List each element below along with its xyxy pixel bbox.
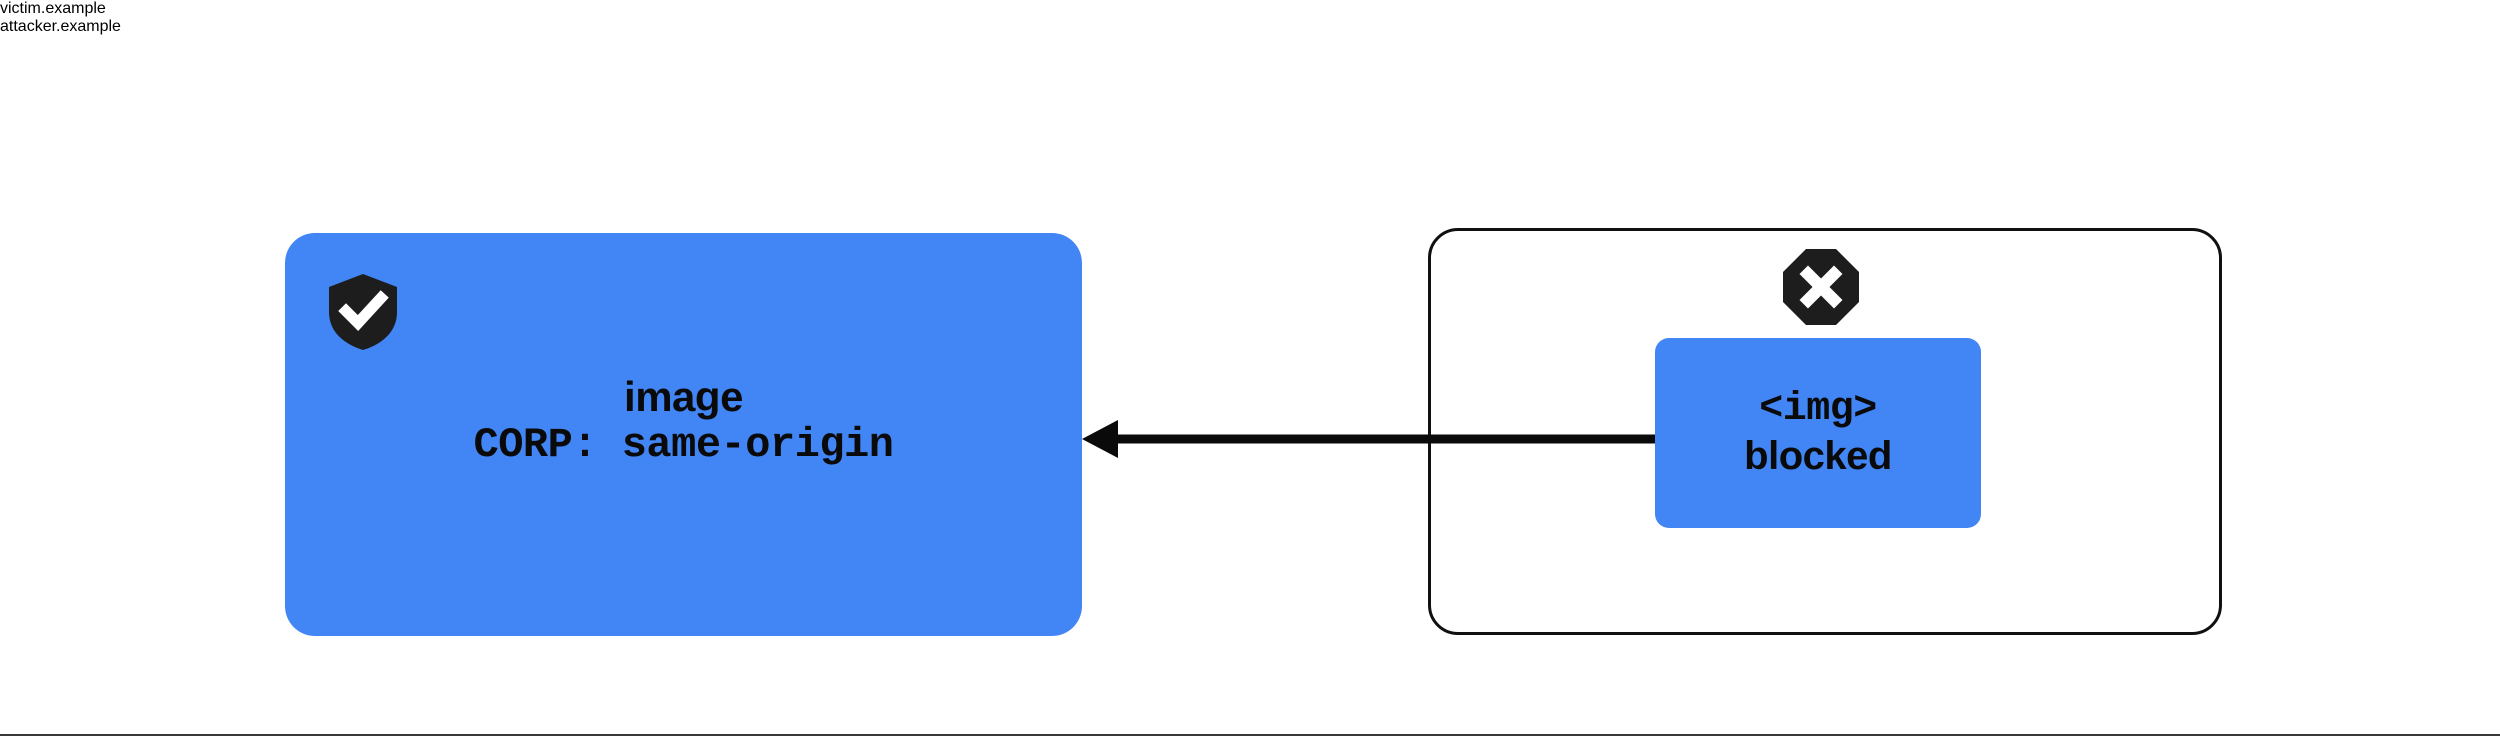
victim-origin-panel (285, 233, 1082, 636)
footer-divider (0, 734, 2500, 736)
attacker-embed-box: <img> blocked (1655, 338, 1981, 528)
victim-resource-name: image (624, 373, 743, 420)
shield-check-icon (327, 272, 399, 352)
embed-tag-label: <img> (1759, 387, 1877, 432)
cross-origin-request-arrow (1070, 414, 1670, 464)
victim-resource-text: image CORP: same-origin (285, 374, 1082, 469)
embed-status-label: blocked (1744, 434, 1892, 478)
attacker-origin-label: attacker.example (0, 18, 121, 35)
octagon-x-icon (1782, 248, 1860, 326)
victim-origin-label: victim.example (0, 0, 106, 17)
victim-resource-header: CORP: same-origin (473, 421, 894, 470)
